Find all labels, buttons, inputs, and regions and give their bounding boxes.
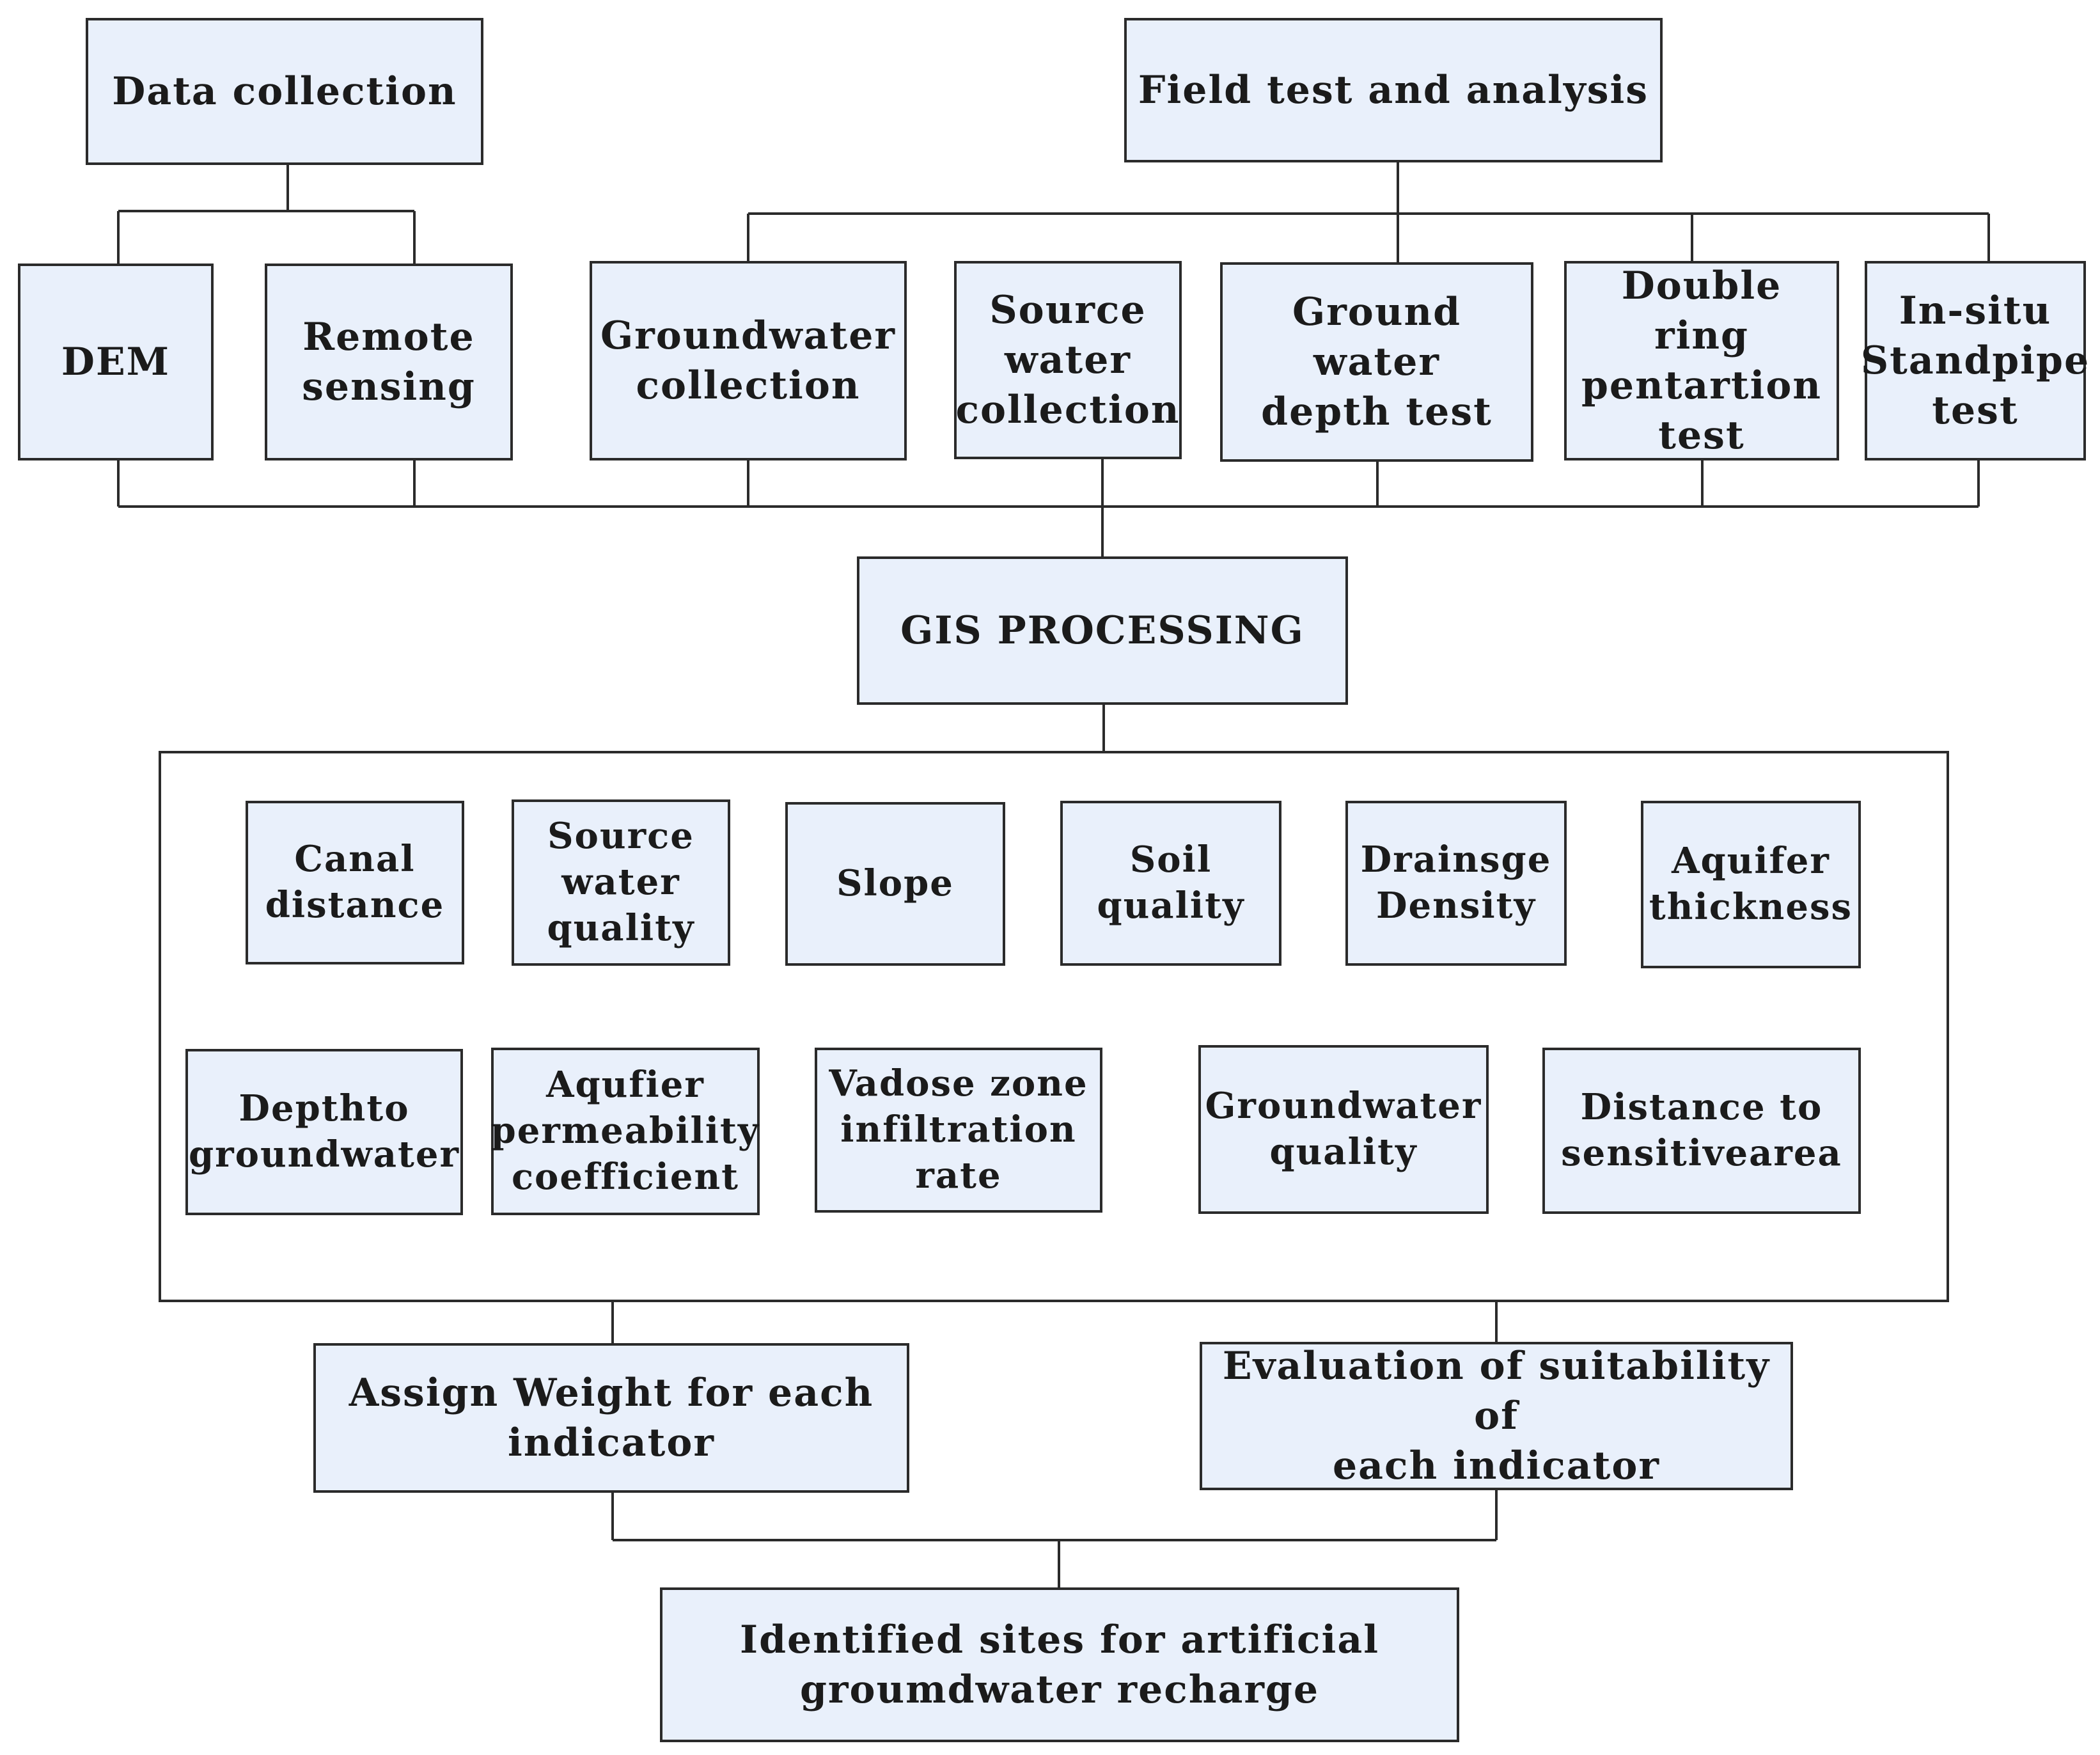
double-ring-test-box: Double ring pentartion test bbox=[1564, 261, 1839, 460]
slope-box: Slope bbox=[785, 802, 1005, 966]
source-water-quality-box: Source water quality bbox=[512, 799, 730, 966]
soil-quality-box: Soil quality bbox=[1060, 801, 1281, 966]
distance-sensitive-area-box: Distance to sensitivearea bbox=[1542, 1048, 1861, 1214]
evaluation-box: Evaluation of suitability of each indica… bbox=[1200, 1342, 1793, 1490]
gis-processing-box: GIS PROCESSING bbox=[857, 556, 1348, 705]
canal-distance-box: Canal distance bbox=[246, 801, 464, 964]
field-test-analysis-box: Field test and analysis bbox=[1124, 18, 1663, 162]
source-water-collection-box: Source water collection bbox=[954, 261, 1182, 459]
groundwater-depth-test-box: Ground water depth test bbox=[1220, 262, 1533, 462]
dem-box: DEM bbox=[18, 264, 214, 460]
standpipe-test-box: In-situ Standpipe test bbox=[1861, 261, 2088, 460]
aquifer-thickness-box: Aquifer thickness bbox=[1641, 801, 1861, 968]
depth-to-groundwater-box: Depthto groundwater bbox=[185, 1049, 463, 1215]
groundwater-quality-box: Groundwater quality bbox=[1198, 1045, 1489, 1214]
data-collection-box: Data collection bbox=[86, 18, 483, 165]
remote-sensing-box: Remote sensing bbox=[265, 264, 513, 460]
aquifer-permeability-box: Aqufier permeability coefficient bbox=[491, 1048, 760, 1215]
vadose-zone-box: Vadose zone infiltration rate bbox=[815, 1048, 1102, 1213]
groundwater-collection-box: Groundwater collection bbox=[590, 261, 907, 460]
identified-sites-box: Identified sites for artificial groumdwa… bbox=[660, 1587, 1459, 1742]
assign-weight-box: Assign Weight for each indicator bbox=[313, 1343, 909, 1493]
drainage-density-box: Drainsge Density bbox=[1345, 801, 1567, 966]
